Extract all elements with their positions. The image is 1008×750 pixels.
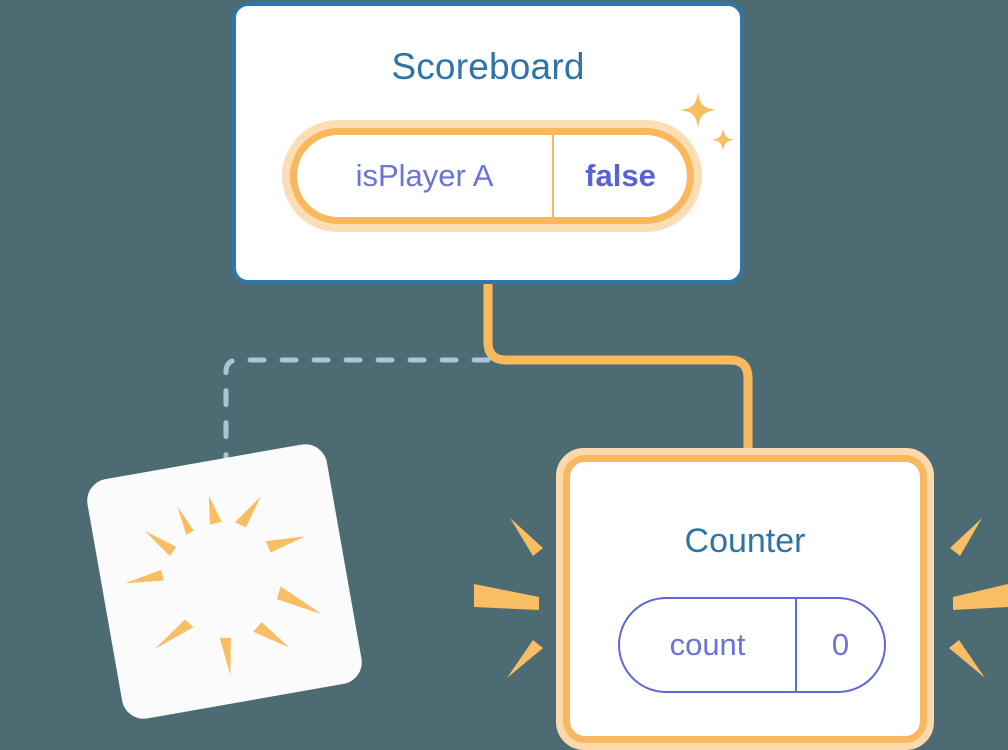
scoreboard-state-value: false	[585, 158, 656, 193]
scoreboard-title: Scoreboard	[391, 46, 585, 87]
burst-ray	[124, 569, 164, 584]
scoreboard-state-pill-glow	[282, 120, 702, 232]
burst-ray	[219, 637, 231, 676]
sparkle-group	[680, 92, 735, 152]
burst-ray	[208, 495, 222, 525]
burst-card-rays	[124, 495, 323, 676]
counter-pill-divider	[795, 599, 797, 691]
burst-card[interactable]	[83, 440, 366, 723]
counter-state-value: 0	[831, 627, 850, 662]
sparkle-small-icon	[711, 128, 735, 152]
scoreboard-state-key: isPlayer A	[355, 158, 494, 193]
burst-ray	[265, 536, 306, 553]
counter-ray-right	[949, 640, 985, 678]
burst-ray	[276, 586, 323, 615]
sparkle-large-icon	[680, 92, 716, 128]
connector-scoreboard-to-burst-card	[223, 357, 491, 475]
scoreboard-state-pill[interactable]: isPlayer A false	[290, 128, 694, 224]
burst-ray	[177, 506, 194, 535]
burst-ray	[253, 622, 290, 648]
counter-card[interactable]: Counter count 0	[556, 448, 934, 750]
counter-state-key: count	[669, 627, 746, 662]
counter-title: Counter	[684, 522, 806, 560]
counter-ray-right	[953, 584, 1008, 610]
counter-ray-left	[474, 584, 539, 610]
burst-ray	[154, 619, 194, 650]
burst-ray	[234, 496, 261, 528]
burst-ray	[145, 531, 177, 557]
counter-ray-left	[507, 640, 543, 678]
scoreboard-card[interactable]: Scoreboard isPlayer A false	[232, 2, 744, 284]
counter-ray-right	[950, 518, 982, 556]
counter-card-inner: Counter count 0	[563, 455, 927, 743]
scoreboard-pill-divider	[552, 135, 554, 217]
counter-state-pill[interactable]: count 0	[618, 597, 886, 693]
connector-scoreboard-to-counter	[483, 281, 753, 462]
counter-ray-left	[510, 518, 543, 556]
